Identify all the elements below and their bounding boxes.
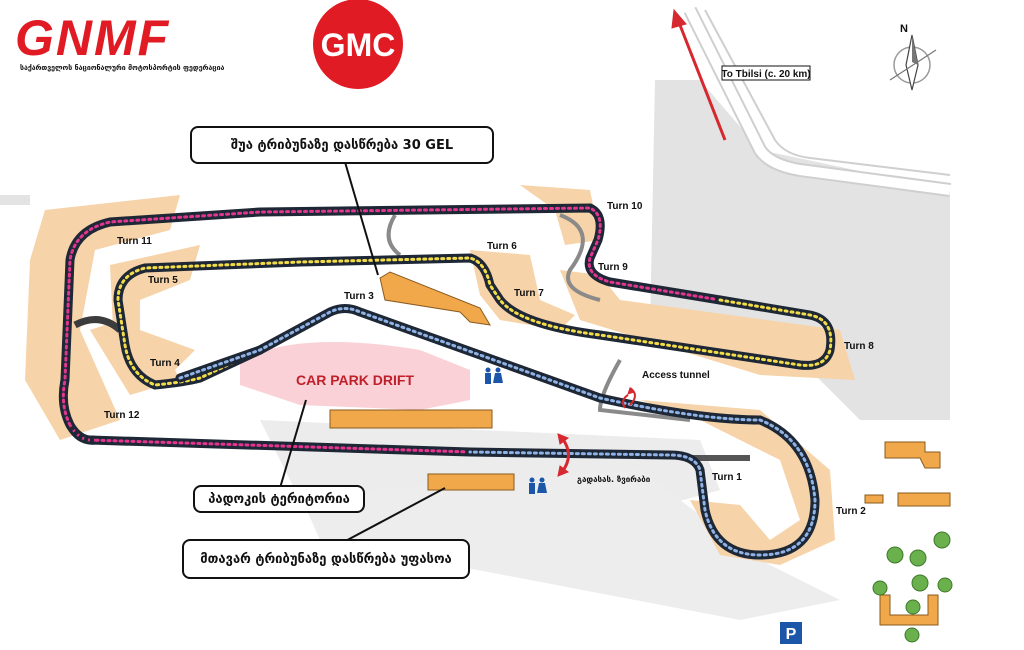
middle-grandstand xyxy=(379,271,491,326)
svg-text:To Tbilsi (c. 20 km): To Tbilsi (c. 20 km) xyxy=(721,69,810,80)
tbilisi-label: To Tbilsi (c. 20 km) xyxy=(721,65,811,81)
building-east-1 xyxy=(884,441,941,469)
buildings xyxy=(329,271,951,626)
federation-subtitle: საქართველოს ნაციონალური მოტოსპორტის ფედე… xyxy=(20,64,225,72)
car-park-drift-label: CAR PARK DRIFT xyxy=(296,372,414,388)
callout-lines xyxy=(279,161,446,546)
turn-labels: Turn 1 Turn 2 Turn 3 Turn 4 Turn 5 Turn … xyxy=(104,201,874,517)
toilet-icon xyxy=(485,367,503,384)
turn-4-label: Turn 4 xyxy=(150,358,180,369)
trees xyxy=(872,531,953,643)
car-park-drift-zone xyxy=(240,342,470,410)
building-east-3 xyxy=(864,494,884,504)
turn-11-label: Turn 11 xyxy=(117,236,152,247)
service-roads xyxy=(73,213,750,461)
access-tunnel-arrow-2 xyxy=(622,394,629,409)
svg-text:GMC: GMC xyxy=(321,27,396,63)
main-stand-text: მთავარ ტრიბუნაზე დასწრება უფასოა xyxy=(200,551,452,567)
access-tunnel-label: Access tunnel xyxy=(642,370,710,381)
crossing-label: გადასას. ზვირაბი xyxy=(577,474,651,484)
middle-stand-callout: შუა ტრიბუნაზე დასწრება 30 GEL xyxy=(190,126,494,164)
turn-2-label: Turn 2 xyxy=(836,506,866,517)
toilet-icon xyxy=(529,477,547,494)
main-road xyxy=(683,6,951,197)
turn-8-label: Turn 8 xyxy=(844,341,874,352)
turn-9-label: Turn 9 xyxy=(598,262,628,273)
direction-arrows xyxy=(557,8,727,477)
main-grandstand xyxy=(427,473,515,491)
turn-5-label: Turn 5 xyxy=(148,275,178,286)
svg-text:N: N xyxy=(900,23,908,35)
paddock-callout: პადოკის ტერიტორია xyxy=(193,485,365,513)
building-east-2 xyxy=(897,492,951,507)
turn-12-label: Turn 12 xyxy=(104,410,140,421)
gnmf-logo: GNMF xyxy=(15,10,170,66)
turn-1-label: Turn 1 xyxy=(712,472,742,483)
paddock-building xyxy=(329,409,493,429)
middle-stand-text: შუა ტრიბუნაზე დასწრება 30 GEL xyxy=(230,137,454,153)
turn-6-label: Turn 6 xyxy=(487,241,517,252)
track xyxy=(58,203,836,560)
main-stand-callout: მთავარ ტრიბუნაზე დასწრება უფასოა xyxy=(182,539,470,579)
parking-icon: P xyxy=(780,622,802,644)
gmc-logo: GMC xyxy=(313,0,403,89)
building-south xyxy=(879,594,939,626)
turn-10-label: Turn 10 xyxy=(607,201,643,212)
svg-text:P: P xyxy=(786,626,797,643)
compass-icon: N xyxy=(889,23,937,91)
turn-3-label: Turn 3 xyxy=(344,291,374,302)
turn-7-label: Turn 7 xyxy=(514,288,544,299)
paddock-text: პადოკის ტერიტორია xyxy=(208,491,350,507)
tbilisi-arrow xyxy=(676,19,727,141)
svg-text:GNMF: GNMF xyxy=(15,10,170,66)
